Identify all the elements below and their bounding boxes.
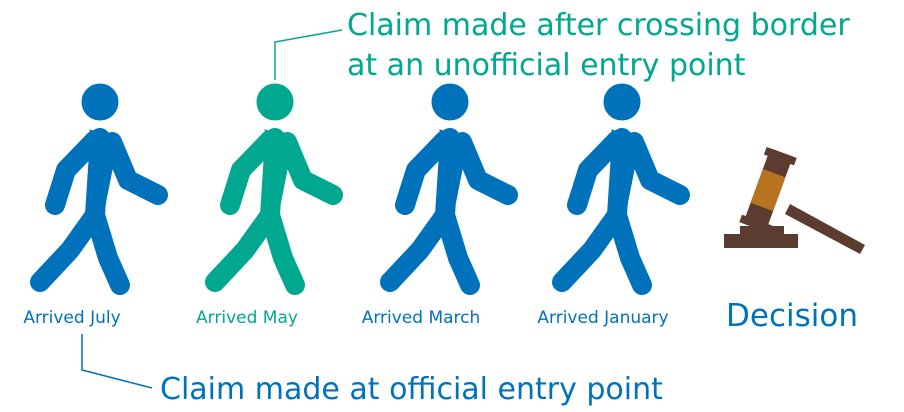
callout-top-leader [274, 29, 343, 80]
walking-person-icon-4 [562, 84, 680, 285]
callout-unofficial-entry: Claim made after crossing border at an u… [347, 6, 850, 86]
callout-official-entry: Claim made at official entry point [160, 372, 663, 407]
walking-person-icon-3 [390, 84, 508, 285]
callout-unofficial-line-2: at an unofficial entry point [347, 48, 746, 83]
person-label-may: Arrived May [196, 308, 298, 328]
person-label-march: Arrived March [361, 308, 481, 328]
gavel-icon [724, 146, 865, 254]
walking-person-icon-2 [215, 84, 333, 285]
walking-person-icon-1 [40, 84, 158, 285]
person-label-january: Arrived January [537, 308, 669, 328]
callout-unofficial-line-1: Claim made after crossing border [347, 8, 850, 43]
callout-bottom-leader [81, 334, 153, 389]
person-label-july: Arrived July [23, 308, 121, 328]
decision-label: Decision [726, 298, 858, 334]
